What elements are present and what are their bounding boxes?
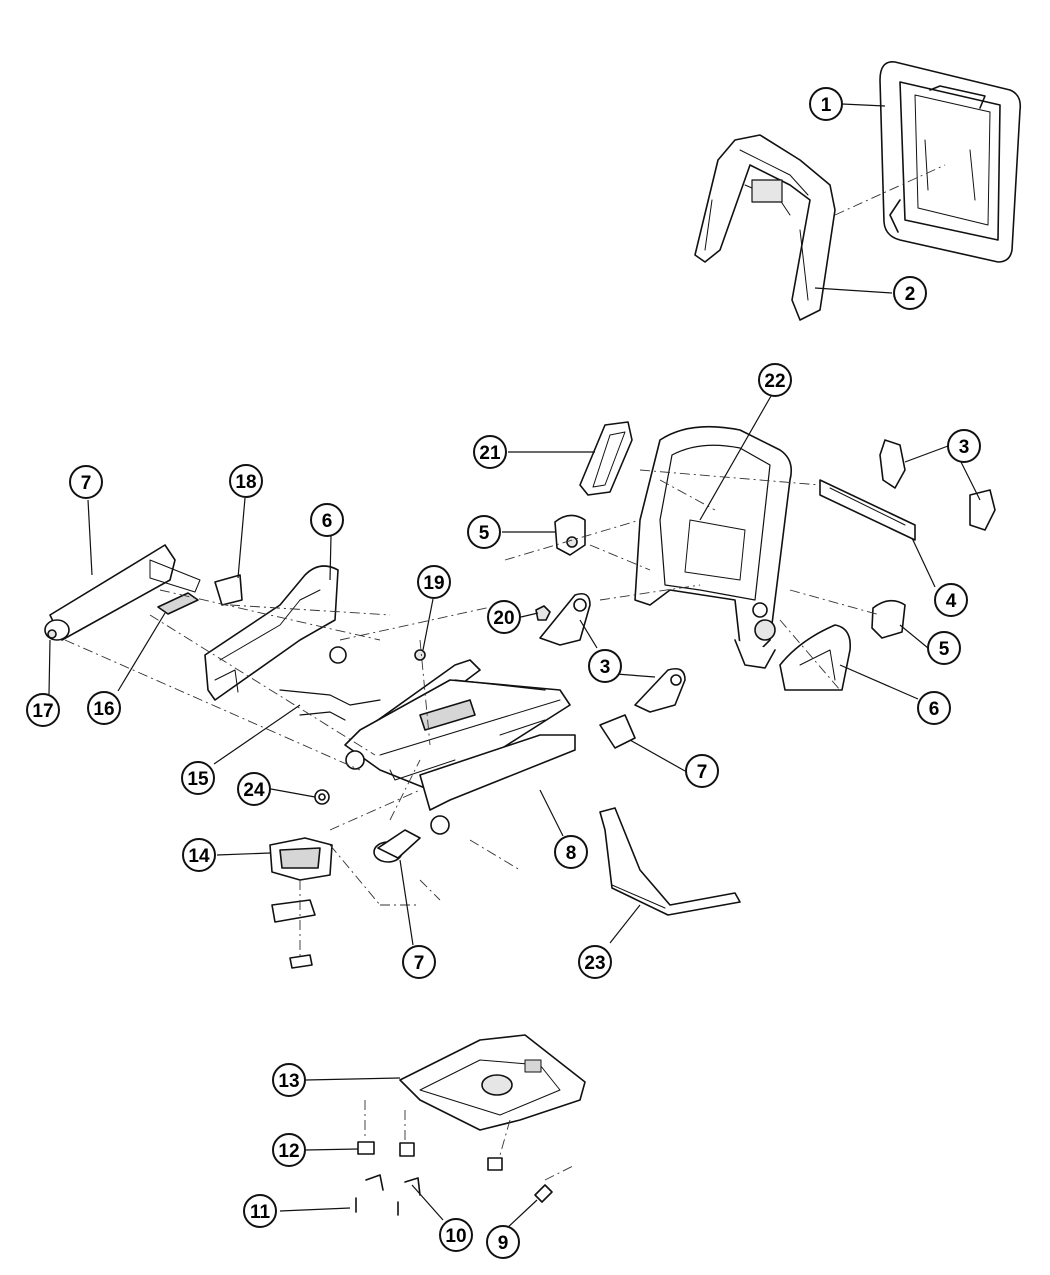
svg-text:9: 9	[498, 1233, 509, 1254]
track-cover-inner	[373, 830, 420, 863]
svg-text:24: 24	[243, 780, 265, 801]
svg-text:2: 2	[905, 284, 916, 305]
fastener	[415, 650, 425, 660]
seat-back-frame-shell	[695, 135, 835, 320]
clip	[358, 1142, 502, 1170]
floor-bracket	[600, 808, 740, 915]
callout-9: 9	[486, 1225, 520, 1259]
spring-clip	[366, 1175, 420, 1195]
svg-text:4: 4	[946, 591, 957, 612]
svg-text:5: 5	[479, 523, 490, 544]
svg-text:20: 20	[493, 608, 514, 629]
callout-24: 24	[237, 772, 271, 806]
seat-back-metal-frame	[635, 427, 791, 668]
callout-6-right: 6	[917, 691, 951, 725]
callout-10: 10	[439, 1218, 473, 1252]
svg-text:6: 6	[929, 699, 940, 720]
callout-13: 13	[272, 1063, 306, 1097]
svg-text:11: 11	[250, 1202, 271, 1223]
svg-text:14: 14	[188, 846, 210, 867]
callout-15: 15	[181, 761, 215, 795]
svg-text:7: 7	[697, 762, 708, 783]
recliner-bracket-lower	[635, 669, 685, 712]
svg-text:23: 23	[584, 953, 605, 974]
recliner-bracket-upper	[880, 440, 995, 530]
svg-text:3: 3	[600, 657, 611, 678]
callout-11: 11	[243, 1194, 277, 1228]
svg-text:15: 15	[187, 769, 209, 790]
svg-text:17: 17	[32, 701, 53, 722]
pivot-cover-right	[872, 601, 905, 638]
svg-text:12: 12	[278, 1141, 299, 1162]
svg-text:16: 16	[93, 699, 114, 720]
side-shield-right	[780, 625, 850, 690]
callout-7-left: 7	[69, 465, 103, 499]
seat-pan	[400, 1035, 585, 1130]
callout-7-lower: 7	[402, 945, 436, 979]
svg-text:6: 6	[322, 511, 333, 532]
callout-23: 23	[578, 945, 612, 979]
adjuster-handle	[158, 593, 198, 614]
callouts: 1 2 3 4 5 5 6 6 3 3 7 7 7 8 9 10 11 12 1…	[0, 0, 981, 1259]
callout-20: 20	[487, 600, 521, 634]
cross-bar	[820, 480, 915, 540]
seat-back-panel	[880, 62, 1020, 262]
control-module	[270, 838, 332, 968]
callout-4: 4	[934, 583, 968, 617]
callout-21: 21	[473, 435, 507, 469]
pivot-cover-left	[555, 515, 585, 555]
callout-3-upper: 3	[947, 429, 981, 463]
lumbar-pad	[580, 422, 632, 495]
svg-text:3: 3	[959, 437, 970, 458]
callout-17: 17	[26, 693, 60, 727]
callout-19: 19	[417, 565, 451, 599]
side-shield-left	[205, 566, 338, 700]
callout-6-left: 6	[310, 503, 344, 537]
pivot-cap	[48, 630, 56, 638]
wire-harness	[280, 647, 380, 720]
track-bracket-right	[600, 715, 635, 748]
callout-14: 14	[182, 838, 216, 872]
callout-3-lower: 3	[0, 0, 11, 5]
callout-16: 16	[87, 691, 121, 725]
recliner-bracket-middle	[540, 594, 590, 645]
callout-12: 12	[272, 1133, 306, 1167]
callout-5-right: 5	[927, 631, 961, 665]
svg-text:8: 8	[566, 843, 577, 864]
svg-text:10: 10	[445, 1226, 466, 1247]
callout-8: 8	[554, 835, 588, 869]
svg-text:7: 7	[81, 473, 92, 494]
svg-text:22: 22	[764, 371, 785, 392]
callout-5-left: 5	[467, 515, 501, 549]
callout-2: 2	[893, 276, 927, 310]
callout-1: 1	[809, 87, 843, 121]
callout-22: 22	[758, 363, 792, 397]
wire-clip	[535, 1185, 552, 1202]
leader-lines	[48, 103, 981, 1231]
svg-text:21: 21	[479, 443, 501, 464]
grommet	[315, 790, 329, 804]
callout-18: 18	[229, 464, 263, 498]
screw	[356, 1198, 398, 1215]
callout-7-right: 7	[685, 754, 719, 788]
alignment-guides	[64, 164, 946, 1181]
svg-text:19: 19	[423, 573, 444, 594]
seat-track-frame	[345, 660, 575, 834]
svg-text:18: 18	[235, 472, 256, 493]
track-cover-outer	[44, 545, 200, 641]
svg-text:13: 13	[278, 1071, 299, 1092]
nut	[536, 606, 550, 620]
callout-3-middle: 3	[588, 649, 622, 683]
svg-text:1: 1	[821, 95, 832, 116]
svg-text:5: 5	[939, 639, 950, 660]
svg-text:7: 7	[414, 953, 425, 974]
switch-pad	[215, 575, 242, 605]
